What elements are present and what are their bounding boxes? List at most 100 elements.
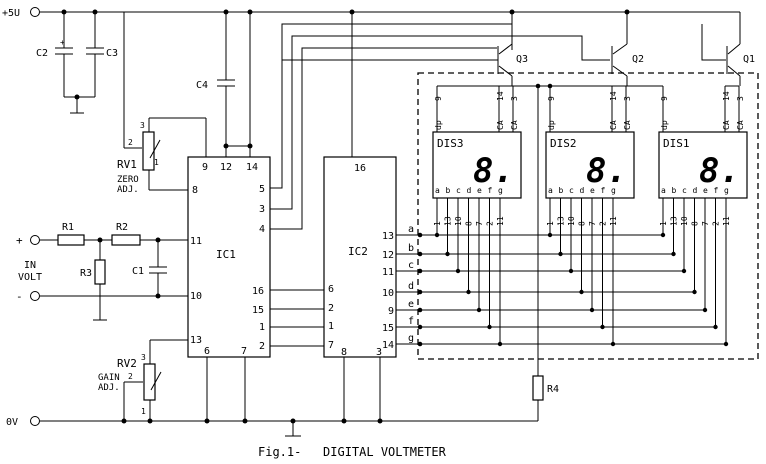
ic1-pin-10: 10 — [190, 291, 202, 302]
resistor-r2 — [111, 234, 141, 246]
ic2-pin-2: 2 — [328, 303, 334, 314]
ic2-pin-15: 15 — [382, 323, 394, 334]
vcc-rail: +5U — [2, 7, 740, 19]
dis3-pin-f: 2 — [486, 221, 495, 226]
r3-label: R3 — [80, 268, 92, 279]
ic1-pin-4: 4 — [259, 224, 265, 235]
q2-label: Q2 — [632, 54, 644, 65]
dis3-pin-c: 10 — [454, 216, 463, 226]
gnd-terminal — [30, 416, 40, 426]
dis2-pin-e: 7 — [588, 221, 597, 226]
ic2-chip: IC2 16 6 2 1 7 8 3 13 12 11 10 9 15 14 — [323, 156, 397, 358]
dis3-seg-b: b — [446, 186, 451, 195]
rv2-pin-1: 1 — [141, 407, 146, 416]
dis1-top-pin-2: 3 — [736, 96, 745, 101]
ic1-pin-8: 8 — [192, 185, 198, 196]
dis1-digit: 8. — [699, 151, 740, 191]
dis3-seg-f: f — [488, 186, 493, 195]
dis2-top-label-1: CA — [609, 120, 618, 130]
dis1-top-label-0: dp — [660, 120, 669, 130]
dis3-top-label-0: dp — [434, 120, 443, 130]
rv2-desc-1: GAIN — [98, 373, 120, 383]
dis2-top-pin-1: 14 — [609, 91, 618, 101]
transistor-q1: Q1 — [701, 12, 755, 86]
rv2-label: RV2 — [117, 357, 137, 370]
dis3-top-pin-0: 9 — [434, 96, 443, 101]
potentiometer-rv1: 2 3 1 RV1 ZERO ADJ. — [117, 12, 207, 195]
segment-bus — [396, 198, 729, 347]
dis1-top-pin-0: 9 — [660, 96, 669, 101]
input-minus-terminal — [30, 291, 40, 301]
dis2-seg-a: a — [548, 186, 553, 195]
dis3-seg-d: d — [467, 186, 472, 195]
input-minus-sign: - — [16, 290, 23, 303]
dis1-pin-b: 13 — [670, 216, 679, 226]
dis2-pin-d: 8 — [578, 221, 587, 226]
ic1-pin-9: 9 — [202, 162, 208, 173]
resistor-r1 — [57, 234, 85, 246]
q3-label: Q3 — [516, 54, 528, 65]
dis3-digit: 8. — [473, 151, 514, 191]
rv1-desc-1: ZERO — [117, 175, 139, 185]
dis1-seg-g: g — [724, 186, 729, 195]
input-plus-sign: + — [16, 234, 23, 247]
vcc-terminal — [30, 7, 40, 17]
gnd-rail: 0V — [6, 416, 538, 437]
figure-caption: Fig.1- DIGITAL VOLTMETER — [258, 445, 447, 459]
dis2-seg-g: g — [611, 186, 616, 195]
dis3-top-label-2: CA — [510, 120, 519, 130]
dis2-top-label-0: dp — [547, 120, 556, 130]
c3-label: C3 — [106, 48, 118, 59]
input-label-2: VOLT — [18, 272, 42, 283]
ic1-pin-14: 14 — [246, 162, 258, 173]
dis1-top-pin-1: 14 — [722, 91, 731, 101]
dis2-top-pin-0: 9 — [547, 96, 556, 101]
rv2-desc-2: ADJ. — [98, 383, 120, 393]
ic2-pin-7: 7 — [328, 340, 334, 351]
dis2-label: DIS2 — [550, 137, 577, 150]
dis1-pin-f: 2 — [712, 221, 721, 226]
capacitor-c4: C4 — [196, 12, 235, 157]
dis1-seg-d: d — [693, 186, 698, 195]
ic1-pin-11: 11 — [190, 236, 202, 247]
dis2-seg-c: c — [569, 186, 574, 195]
dis3-pin-b: 13 — [444, 216, 453, 226]
dis3-label: DIS3 — [437, 137, 464, 150]
ic1-chip: IC1 9 12 14 8 11 10 13 5 3 4 16 15 1 2 6… — [187, 156, 271, 358]
ic2-pin-1: 1 — [328, 321, 334, 332]
c4-label: C4 — [196, 80, 208, 91]
ic1-pin-5: 5 — [259, 184, 265, 195]
dis3-pin-g: 11 — [496, 216, 505, 226]
dis3-pin-a: 1 — [433, 221, 442, 226]
rv1-label: RV1 — [117, 158, 137, 171]
input-label-1: IN — [24, 260, 36, 271]
ic1-pin-13: 13 — [190, 335, 202, 346]
ic1-label: IC1 — [216, 248, 236, 261]
ic2-label: IC2 — [348, 245, 368, 258]
dis3-top-pin-2: 3 — [510, 96, 519, 101]
rv2-pin-2: 2 — [128, 372, 133, 381]
ic2-pin-6: 6 — [328, 284, 334, 295]
dis2-pin-b: 13 — [557, 216, 566, 226]
ic1-pin-12: 12 — [220, 162, 232, 173]
c2-label: C2 — [36, 48, 48, 59]
q1-label: Q1 — [743, 54, 755, 65]
dis3-pin-d: 8 — [465, 221, 474, 226]
dis1-pin-d: 8 — [691, 221, 700, 226]
dis2-seg-b: b — [559, 186, 564, 195]
ic2-pin-11: 11 — [382, 267, 394, 278]
dis2-pin-f: 2 — [599, 221, 608, 226]
bus-letter-f: f — [408, 316, 414, 327]
dis1-seg-e: e — [703, 186, 708, 195]
dis2-digit: 8. — [586, 151, 627, 191]
dis2-pin-g: 11 — [609, 216, 618, 226]
dis3-seg-e: e — [477, 186, 482, 195]
svg-text:+: + — [60, 38, 65, 47]
ic2-pin-9: 9 — [388, 306, 394, 317]
rv1-pin-3: 3 — [140, 121, 145, 130]
dis2-top-pin-2: 3 — [623, 96, 632, 101]
dis1-top-label-1: CA — [722, 120, 731, 130]
